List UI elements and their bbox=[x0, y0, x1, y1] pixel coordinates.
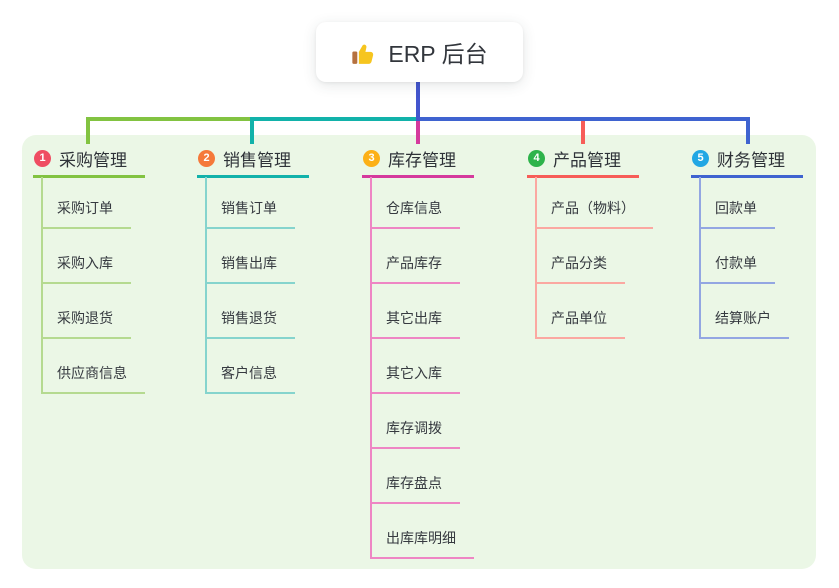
branch-2: 2 销售管理销售订单销售出库销售退货客户信息 bbox=[197, 146, 347, 394]
branch-topic-label: 财务管理 bbox=[717, 151, 785, 170]
trunk-right-blue bbox=[416, 117, 750, 121]
child-topic[interactable]: 付款单 bbox=[699, 229, 775, 284]
branch-drop-line bbox=[416, 117, 420, 144]
branch-child-rail bbox=[370, 177, 372, 559]
branch-number-badge: 1 bbox=[34, 150, 51, 167]
child-topic[interactable]: 库存盘点 bbox=[370, 449, 460, 504]
child-topic[interactable]: 产品分类 bbox=[535, 229, 625, 284]
branch-children: 产品（物料）产品分类产品单位 bbox=[535, 174, 653, 339]
root-node-label: ERP 后台 bbox=[388, 41, 488, 67]
child-topic[interactable]: 仓库信息 bbox=[370, 174, 460, 229]
branch-child-rail bbox=[699, 177, 701, 339]
child-topic[interactable]: 回款单 bbox=[699, 174, 775, 229]
child-topic[interactable]: 销售出库 bbox=[205, 229, 295, 284]
branch-topic-label: 产品管理 bbox=[553, 151, 621, 170]
branch-3: 3 库存管理仓库信息产品库存其它出库其它入库库存调拨库存盘点出库库明细 bbox=[362, 146, 512, 559]
child-topic[interactable]: 产品（物料） bbox=[535, 174, 653, 229]
branch-topic[interactable]: 2 销售管理 bbox=[197, 146, 309, 178]
branch-drop-line bbox=[746, 117, 750, 144]
branch-number-badge: 5 bbox=[692, 150, 709, 167]
branch-drop-line bbox=[86, 117, 90, 144]
branch-number-badge: 2 bbox=[198, 150, 215, 167]
branch-number-badge: 3 bbox=[363, 150, 380, 167]
branch-child-rail bbox=[41, 177, 43, 394]
child-topic[interactable]: 产品库存 bbox=[370, 229, 460, 284]
child-topic[interactable]: 供应商信息 bbox=[41, 339, 145, 394]
branch-topic[interactable]: 4 产品管理 bbox=[527, 146, 639, 178]
thumbs-up-icon bbox=[352, 44, 374, 64]
branch-topic-label: 库存管理 bbox=[388, 151, 456, 170]
branch-number-badge: 4 bbox=[528, 150, 545, 167]
child-topic[interactable]: 采购订单 bbox=[41, 174, 131, 229]
branch-topic-label: 销售管理 bbox=[223, 151, 291, 170]
branch-1: 1 采购管理采购订单采购入库采购退货供应商信息 bbox=[33, 146, 183, 394]
child-topic[interactable]: 其它入库 bbox=[370, 339, 460, 394]
branch-children: 销售订单销售出库销售退货客户信息 bbox=[205, 174, 295, 394]
branch-child-rail bbox=[535, 177, 537, 339]
child-topic[interactable]: 其它出库 bbox=[370, 284, 460, 339]
mindmap-background-panel bbox=[22, 135, 816, 569]
child-topic[interactable]: 销售退货 bbox=[205, 284, 295, 339]
branch-4: 4 产品管理产品（物料）产品分类产品单位 bbox=[527, 146, 677, 339]
branch-children: 采购订单采购入库采购退货供应商信息 bbox=[41, 174, 145, 394]
trunk-left-teal bbox=[250, 117, 420, 121]
root-node[interactable]: ERP 后台 bbox=[316, 22, 523, 82]
branch-topic[interactable]: 1 采购管理 bbox=[33, 146, 145, 178]
child-topic[interactable]: 采购退货 bbox=[41, 284, 131, 339]
branch-topic-label: 采购管理 bbox=[59, 151, 127, 170]
child-topic[interactable]: 采购入库 bbox=[41, 229, 131, 284]
branch-5: 5 财务管理回款单付款单结算账户 bbox=[691, 146, 839, 339]
branch-children: 仓库信息产品库存其它出库其它入库库存调拨库存盘点出库库明细 bbox=[370, 174, 474, 559]
branch-topic[interactable]: 5 财务管理 bbox=[691, 146, 803, 178]
child-topic[interactable]: 产品单位 bbox=[535, 284, 625, 339]
root-vertical-line bbox=[416, 81, 420, 121]
child-topic[interactable]: 结算账户 bbox=[699, 284, 789, 339]
branch-child-rail bbox=[205, 177, 207, 394]
branch-topic[interactable]: 3 库存管理 bbox=[362, 146, 474, 178]
child-topic[interactable]: 出库库明细 bbox=[370, 504, 474, 559]
branch-drop-line bbox=[581, 117, 585, 144]
branch-drop-line bbox=[250, 117, 254, 144]
child-topic[interactable]: 客户信息 bbox=[205, 339, 295, 394]
branch-children: 回款单付款单结算账户 bbox=[699, 174, 789, 339]
child-topic[interactable]: 库存调拨 bbox=[370, 394, 460, 449]
trunk-left-green bbox=[86, 117, 254, 121]
child-topic[interactable]: 销售订单 bbox=[205, 174, 295, 229]
